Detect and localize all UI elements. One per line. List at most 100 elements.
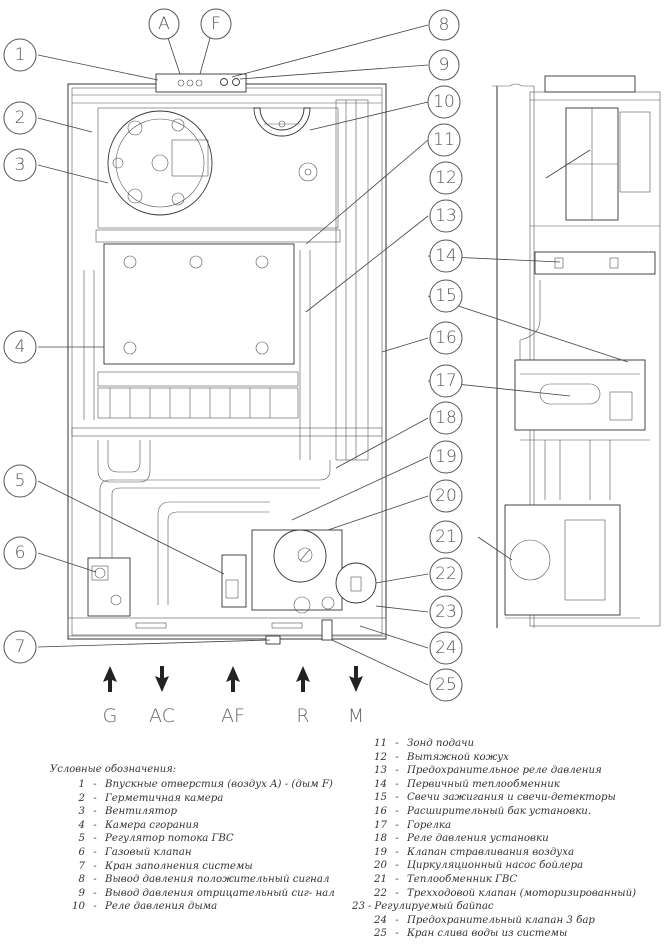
callouts: A F 1 2 3 4 5 6 7 8 9 10 11 12 13 14 15 …	[3, 8, 463, 702]
legend-item: 20-Циркуляционный насос бойлера	[374, 860, 584, 872]
svg-text:24: 24	[435, 638, 457, 658]
svg-text:25: 25	[435, 675, 457, 695]
legend-item: 23-Регулируемый байпас	[352, 901, 494, 913]
legend-item: 16-Расширительный бак установки.	[374, 805, 592, 817]
legend-item: 8-Вывод давления положительный сигнал	[78, 874, 330, 886]
callout-7: 7	[3, 630, 37, 664]
svg-text:15: 15	[435, 286, 457, 306]
svg-text:22: 22	[435, 564, 457, 584]
arrow-up-icon	[296, 666, 310, 692]
connections: G AC AF R M	[103, 666, 364, 727]
legend-item: 22-Трехходовой клапан (моторизированный)	[374, 887, 637, 899]
callout-20: 20	[429, 479, 463, 513]
svg-text:M: M	[348, 705, 364, 727]
legend-item: 13-Предохранительное реле давления	[374, 765, 602, 777]
callout-6: 6	[3, 536, 37, 570]
legend-item: 15-Свечи зажигания и свечи-детекторы	[374, 792, 616, 804]
svg-text:23: 23	[435, 602, 457, 622]
callout-3: 3	[3, 148, 37, 182]
svg-text:14: 14	[435, 246, 457, 266]
legend-item: 21-Теплообменник ГВС	[374, 873, 518, 885]
arrow-down-icon	[155, 666, 169, 692]
svg-text:20: 20	[435, 486, 457, 506]
leader-lines	[37, 24, 629, 686]
callout-21: 21	[429, 520, 463, 554]
expansion-tank	[335, 99, 369, 461]
svg-text:16: 16	[435, 328, 457, 348]
legend-item: 7-Кран заполнения системы	[78, 860, 253, 872]
callout-22: 22	[429, 557, 463, 591]
side-hydraulic	[504, 504, 621, 616]
svg-text:13: 13	[435, 206, 457, 226]
svg-text:8: 8	[439, 15, 450, 35]
svg-text:6: 6	[15, 543, 26, 563]
callout-16: 16	[429, 321, 463, 355]
callout-8: 8	[428, 9, 460, 41]
legend-item: 2-Герметичная камера	[78, 792, 224, 804]
callout-5: 5	[3, 464, 37, 498]
gas-valve	[87, 557, 131, 617]
callout-2: 2	[3, 101, 37, 135]
legend-item: 14-Первичный теплообменник	[374, 778, 560, 790]
svg-text:4: 4	[15, 337, 26, 357]
legend-item: 10-Реле давления дыма	[72, 901, 218, 913]
callout-24: 24	[429, 631, 463, 665]
callout-19: 19	[429, 440, 463, 474]
side-burner	[514, 359, 646, 431]
connection-G: G	[103, 666, 118, 727]
callout-17: 17	[429, 364, 463, 398]
callout-23: 23	[429, 595, 463, 629]
callout-A: A	[148, 8, 180, 40]
svg-text:3: 3	[15, 155, 26, 175]
legend-item: 12-Вытяжной кожух	[374, 751, 509, 763]
boiler-diagram: A F 1 2 3 4 5 6 7 8 9 10 11 12 13 14 15 …	[3, 8, 661, 727]
fan	[107, 110, 213, 216]
legend-item: 18-Реле давления установки	[374, 833, 549, 845]
connection-M: M	[348, 666, 364, 727]
callout-9: 9	[428, 49, 460, 81]
legend-item: 6-Газовый клапан	[78, 846, 192, 858]
svg-text:F: F	[211, 14, 221, 34]
legend-item: 19-Клапан стравливания воздуха	[374, 846, 575, 858]
legend-item: 11-Зонд подачи	[374, 738, 475, 749]
legend-item: 24-Предохранительный клапан 3 бар	[374, 914, 595, 926]
legend-item: 5-Регулятор потока ГВС	[78, 833, 234, 845]
combustion-chamber	[71, 229, 383, 437]
front-view	[67, 73, 387, 645]
callout-13: 13	[429, 199, 463, 233]
svg-text:2: 2	[15, 108, 26, 128]
callout-25: 25	[429, 668, 463, 702]
callout-10: 10	[427, 85, 461, 119]
svg-text:1: 1	[15, 45, 26, 65]
callout-F: F	[200, 8, 232, 40]
svg-text:18: 18	[435, 408, 457, 428]
svg-text:AF: AF	[221, 705, 245, 727]
legend-item: 1-Впускные отверстия (воздух A) - (дым F…	[78, 779, 333, 790]
callout-18: 18	[429, 401, 463, 435]
legend-item: 4-Камера сгорания	[78, 819, 199, 831]
legend-item: 9-Вывод давления отрицательный сиг- нал	[78, 887, 335, 899]
callout-15: 15	[429, 279, 463, 313]
legend-item: 25-Кран слива воды из системы	[374, 928, 568, 940]
legend-item: 17-Горелка	[374, 819, 452, 831]
svg-text:5: 5	[15, 471, 26, 491]
arrow-up-icon	[226, 666, 240, 692]
connection-AF: AF	[221, 666, 245, 727]
legend-left-column: 1-Впускные отверстия (воздух A) - (дым F…	[50, 778, 340, 914]
callout-12: 12	[429, 161, 463, 195]
legend-title: Условные обозначения:	[50, 764, 177, 775]
side-primary-exchanger	[534, 251, 656, 275]
legend-right-column: 11-Зонд подачи 12-Вытяжной кожух 13-Пред…	[352, 737, 670, 941]
svg-text:G: G	[103, 705, 118, 727]
arrow-up-icon	[103, 666, 117, 692]
svg-text:12: 12	[435, 168, 457, 188]
svg-text:17: 17	[435, 371, 457, 391]
svg-text:11: 11	[433, 130, 455, 150]
svg-text:A: A	[158, 14, 170, 34]
connection-R: R	[296, 666, 310, 727]
svg-text:10: 10	[433, 92, 455, 112]
hydraulic-group	[221, 529, 377, 614]
callout-14: 14	[429, 239, 463, 273]
side-view	[492, 75, 661, 628]
connection-AC: AC	[149, 666, 175, 727]
